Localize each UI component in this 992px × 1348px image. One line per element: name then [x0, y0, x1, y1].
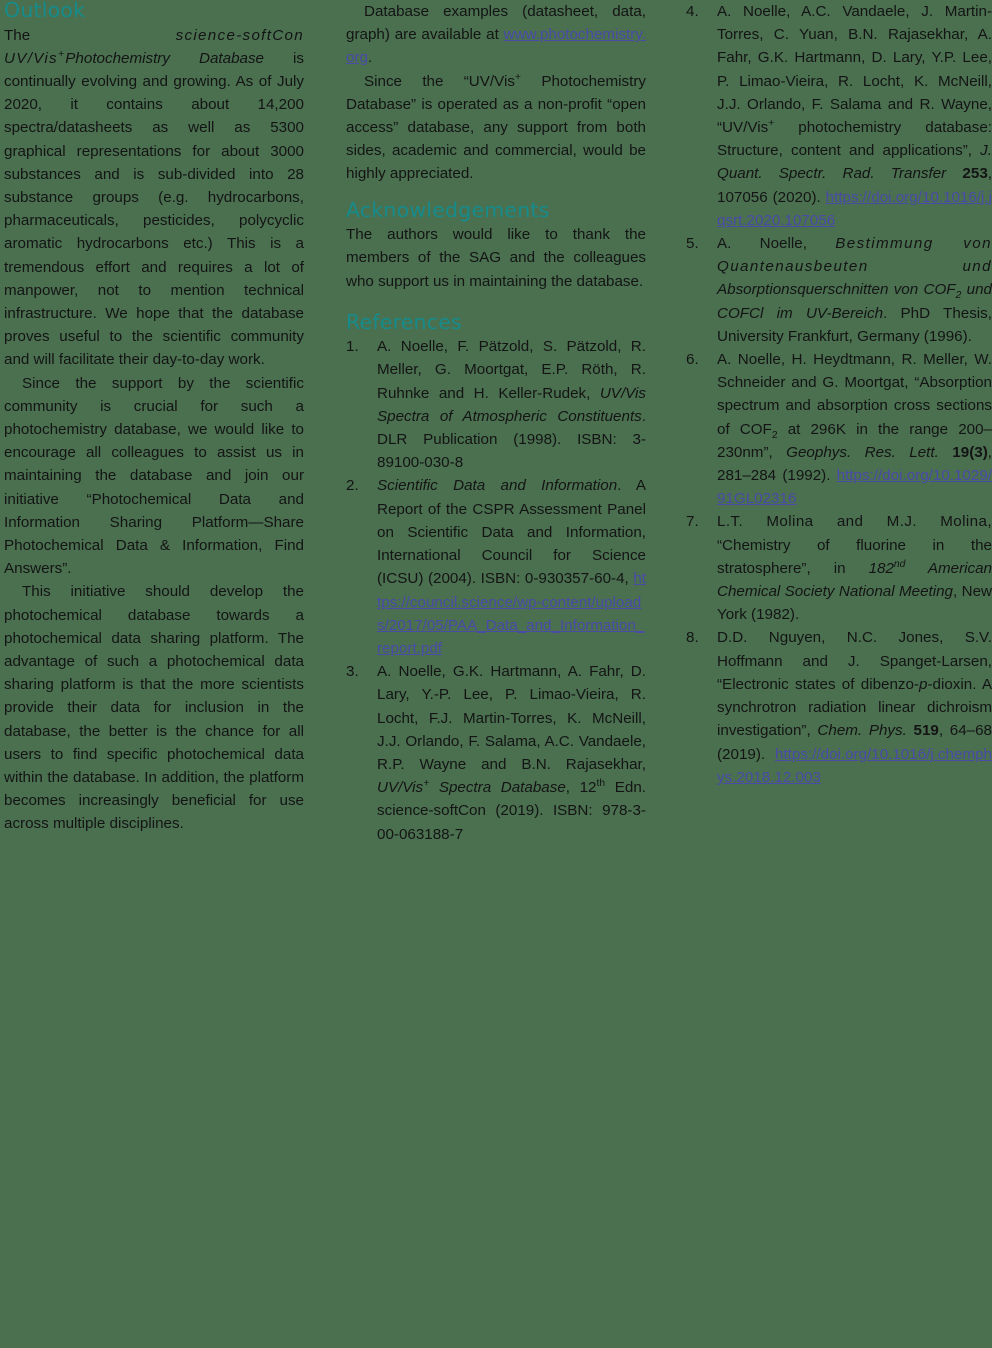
- ref2-link[interactable]: https://council.science/wp-content/uploa…: [377, 570, 646, 657]
- database-examples-paragraph: Database examples (datasheet, data, grap…: [346, 0, 646, 70]
- ref4-volume: 253: [962, 165, 988, 183]
- ref7-meeting: 182nd American Chemical Society National…: [717, 558, 992, 601]
- ref6-tail: , 281–284 (1992).: [717, 443, 992, 485]
- ref7-sup: nd: [893, 558, 906, 570]
- ref5-sub-2: 2: [955, 290, 962, 302]
- ref5-authors: A. Noelle,: [717, 235, 836, 253]
- outlook-p1-prefix: The: [4, 26, 176, 44]
- ref6-comma: ,: [768, 443, 787, 461]
- ref4-journal: J. Quant. Spectr. Rad. Transfer: [717, 142, 992, 183]
- reference-item-2: Scientific Data and Information. A Repor…: [346, 474, 646, 660]
- ref8-doi-link[interactable]: https://doi.org/10.1016/j.chemphys.2018.…: [717, 745, 992, 786]
- ref2-title: Scientific Data and Information: [377, 477, 618, 495]
- ref4-authors: A. Noelle, A.C. Vandaele, J. Martin-Torr…: [717, 3, 992, 113]
- ref1-authors: A. Noelle, F. Pätzold, S. Pätzold, R. Me…: [377, 338, 646, 402]
- outlook-paragraph-2: Since the support by the scientific comm…: [4, 374, 304, 578]
- ref8-journal: Chem. Phys.: [817, 722, 907, 740]
- outlook-heading: Outlook: [4, 0, 86, 22]
- photochemistry-org-link[interactable]: www.photochemistry.org: [346, 26, 646, 67]
- ref3-title: UV/Vis+ Spectra Database: [377, 778, 566, 797]
- ref3-title-sup: +: [423, 778, 430, 790]
- ref7-tail: , New York (1982).: [717, 583, 992, 624]
- reference-item-3: A. Noelle, G.K. Hartmann, A. Fahr, D. La…: [346, 660, 646, 846]
- non-profit-paragraph: Since the “UV/Vis+ Photochemistry Databa…: [346, 70, 646, 186]
- ref4-tail: , 107056 (2020).: [717, 165, 992, 206]
- outlook-paragraph-3: This initiative should develop the photo…: [4, 583, 304, 833]
- references-heading: References: [346, 309, 462, 334]
- non-profit-tail: Photochemistry Database” is operated as …: [346, 72, 646, 183]
- ref5-title-2: Absorptionsquerschnitten von COF2 und CO…: [717, 281, 992, 322]
- uvvis-plus-superscript: +: [514, 71, 521, 83]
- ref7-authors: L.T. Molina and M.J. Molina,: [717, 513, 992, 531]
- reference-item-5: A. Noelle, Bestimmung von Quantenausbeut…: [686, 232, 992, 348]
- ref4-sup: +: [768, 117, 775, 129]
- outlook-paragraph-1: The science-softCon UV/Vis+Photochemistr…: [4, 24, 304, 372]
- reference-list-part-2: A. Noelle, A.C. Vandaele, J. Martin-Torr…: [686, 0, 992, 789]
- ref7-in: , in: [806, 559, 869, 577]
- ref6-journal: Geophys. Res. Lett.: [786, 443, 939, 461]
- reference-item-4: A. Noelle, A.C. Vandaele, J. Martin-Torr…: [686, 0, 992, 232]
- reference-item-7: L.T. Molina and M.J. Molina, “Chemistry …: [686, 510, 992, 626]
- ref5-title: Bestimmung von Quantenausbeuten und: [717, 235, 992, 276]
- ref6-volume: 19(3): [952, 443, 988, 461]
- ref7-quoted-title: “Chemistry of fluorine in the stratosphe…: [717, 536, 992, 577]
- ref3-edition-sup: th: [596, 778, 606, 790]
- outlook-p1-rest: is continually evolving and growing. As …: [4, 49, 305, 369]
- reference-item-6: A. Noelle, H. Heydtmann, R. Meller, W. S…: [686, 348, 992, 510]
- ref6-doi-link[interactable]: https://doi.org/10.1029/91GL02316: [717, 467, 992, 508]
- column-middle: Database examples (datasheet, data, grap…: [340, 0, 680, 846]
- ref8-volume: 519: [913, 722, 939, 740]
- reference-item-1: A. Noelle, F. Pätzold, S. Pätzold, R. Me…: [346, 335, 646, 474]
- database-title-italic: Photochemistry Database: [65, 49, 265, 67]
- spacer-before-references: [346, 293, 646, 312]
- ref3-authors: A. Noelle, G.K. Hartmann, A. Fahr, D. La…: [377, 663, 646, 773]
- non-profit-lead: Since the “UV/Vis: [364, 72, 515, 90]
- ref6-authors: A. Noelle, H. Heydtmann, R. Meller, W. S…: [717, 351, 992, 392]
- ref6-space: [939, 444, 952, 461]
- column-left: Outlook The science-softCon UV/Vis+Photo…: [0, 0, 340, 836]
- ref8-p-italic: p: [919, 675, 928, 693]
- acknowledgements-heading: Acknowledgements: [346, 197, 550, 222]
- ref1-title: UV/Vis Spectra of Atmospheric Constituen…: [377, 384, 646, 425]
- ref5-tail: . PhD Thesis, University Frankfurt, Germ…: [717, 304, 992, 345]
- ref8-quoted-title: “Electronic states of dibenzo-p-dioxin. …: [717, 675, 992, 740]
- ref6-quoted-title: “Absorption spectrum and absorption cros…: [717, 374, 992, 461]
- ref8-comma: ,: [806, 722, 818, 740]
- ref4-comma: ,: [967, 142, 981, 160]
- reference-list-part-1: A. Noelle, F. Pätzold, S. Pätzold, R. Me…: [346, 335, 646, 845]
- ref1-tail: . DLR Publication (1998). ISBN: 3-89100-…: [377, 407, 646, 472]
- ref2-tail: . A Report of the CSPR Assessment Panel …: [377, 477, 646, 588]
- ref8-space: [907, 722, 914, 739]
- ref8-tail: , 64–68 (2019).: [717, 722, 992, 763]
- ref4-doi-link[interactable]: https://doi.org/10.1016/j.jqsrt.2020.107…: [717, 188, 992, 229]
- ref4-quoted-title: “UV/Vis+ photochemistry database: Struct…: [717, 117, 992, 160]
- ref4-space: [946, 165, 962, 182]
- reference-item-8: D.D. Nguyen, N.C. Jones, S.V. Hoffmann a…: [686, 626, 992, 788]
- column-right: A. Noelle, A.C. Vandaele, J. Martin-Torr…: [680, 0, 992, 789]
- ref6-sub: 2: [771, 429, 778, 441]
- ref8-authors: D.D. Nguyen, N.C. Jones, S.V. Hoffmann a…: [717, 629, 992, 670]
- product-name-mono: science-softCon UV/Vis: [4, 26, 304, 67]
- acknowledgements-paragraph: The authors would like to thank the memb…: [346, 226, 646, 290]
- db-examples-tail: .: [367, 49, 373, 67]
- product-name-superscript: +: [57, 48, 66, 60]
- ref3-tail: , 12th Edn. science-softCon (2019). ISBN…: [377, 778, 646, 843]
- three-column-layout: Outlook The science-softCon UV/Vis+Photo…: [0, 0, 992, 846]
- db-examples-lead: Database examples (datasheet, data, grap…: [346, 3, 646, 44]
